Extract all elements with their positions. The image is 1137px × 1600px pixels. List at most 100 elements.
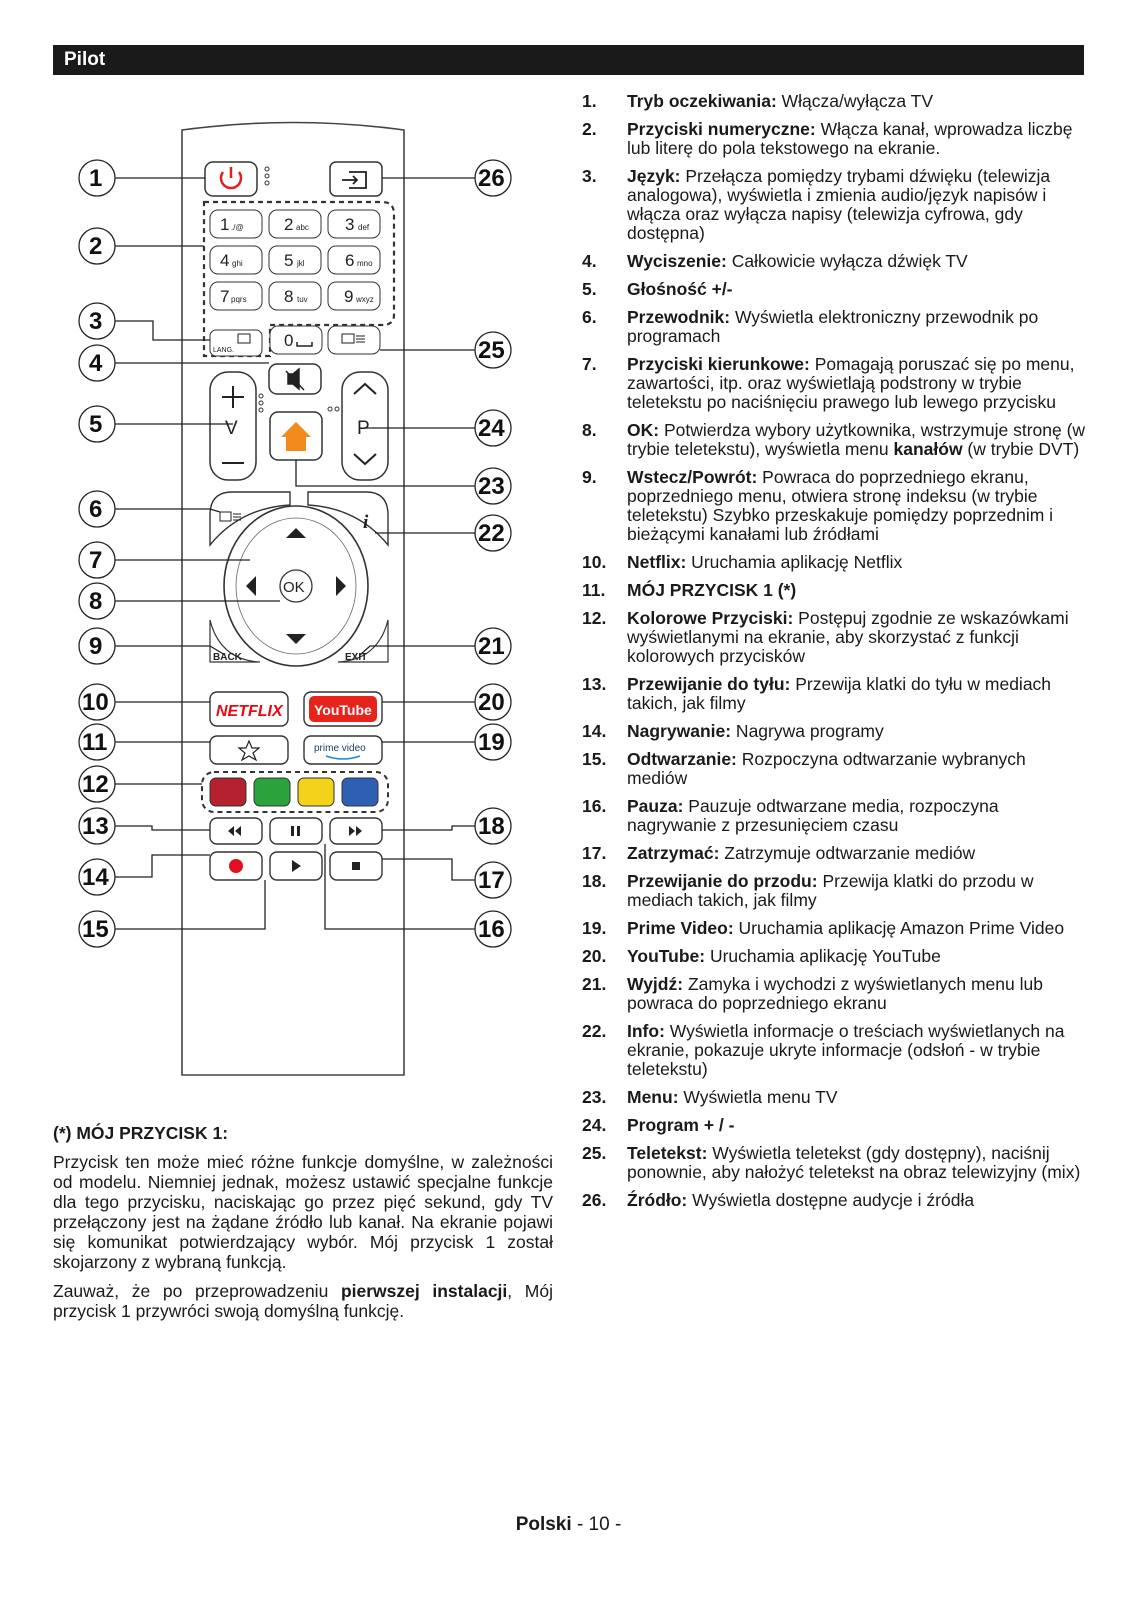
my-button-1[interactable] [209, 735, 289, 765]
callout-17: 17 [478, 867, 505, 894]
legend-title: Źródło: [627, 1190, 688, 1210]
key-7[interactable] [209, 281, 263, 311]
volume-up-icon [222, 386, 244, 408]
key-1-label: 1 [220, 215, 229, 234]
legend-number: 17. [582, 843, 607, 863]
legend-item: 26.Źródło: Wyświetla dostępne audycje i … [582, 1191, 1087, 1210]
arrow-left-icon[interactable] [246, 576, 256, 596]
key-2-sub: abc [296, 223, 309, 232]
key-8[interactable] [268, 281, 322, 311]
space-icon [296, 342, 313, 347]
key-6-sub: mno [357, 259, 373, 268]
key-6[interactable] [327, 245, 381, 275]
legend-title: YouTube: [627, 946, 706, 966]
prime-video-button[interactable] [303, 735, 383, 765]
home-icon [281, 422, 311, 451]
callout-21: 21 [478, 633, 505, 660]
page-footer: Polski - 10 - [0, 1514, 1137, 1536]
legend-title: Zatrzymać: [627, 843, 720, 863]
legend-item: 24.Program + / - [582, 1116, 1087, 1135]
section-title: Pilot [64, 49, 106, 70]
back-button[interactable] [209, 619, 261, 663]
legend-number: 11. [582, 580, 606, 600]
legend-number: 8. [582, 420, 597, 440]
blue-button[interactable] [341, 777, 379, 807]
legend-text: Wyświetla teletekst (gdy dostępny), naci… [627, 1143, 1081, 1182]
legend-title: Przewijanie do przodu: [627, 871, 818, 891]
legend-number: 18. [582, 871, 607, 891]
legend-item: 17. Zatrzymać: Zatrzymuje odtwarzanie med… [582, 844, 1087, 863]
key-3-label: 3 [345, 215, 354, 234]
legend-text: Wyświetla elektroniczny przewodnik po pr… [627, 307, 1039, 346]
legend-title: Głośność +/- [627, 279, 733, 299]
note-p2-start: Zauważ, że po przeprowadzeniu [53, 1281, 341, 1301]
legend-text: Przełącza pomiędzy trybami dźwięku (tele… [627, 166, 1051, 243]
callouts-left: 1 2 3 4 5 6 7 8 9 10 11 12 13 14 15 [78, 159, 116, 948]
legend-item: 18.Przewijanie do przodu: Przewija klatk… [582, 872, 1087, 910]
legend-text: Zatrzymuje odtwarzanie mediów [719, 843, 976, 863]
led-dots [264, 166, 270, 186]
legend-number: 16. [582, 796, 607, 816]
legend-title: Wyciszenie: [627, 251, 727, 271]
netflix-button[interactable] [209, 691, 289, 727]
legend-item: 13.Przewijanie do tyłu: Przewija klatki … [582, 675, 1087, 713]
lang-label: LANG. [213, 347, 234, 354]
ok-button[interactable] [279, 569, 313, 603]
volume-label: V [225, 418, 238, 439]
legend-number: 6. [582, 307, 597, 327]
legend-item: 16.Pauza: Pauzuje odtwarzane media, rozp… [582, 797, 1087, 835]
legend-item: 2.Przyciski numeryczne: Włącza kanał, wp… [582, 120, 1087, 158]
legend-text: Włącza kanał, wprowadza liczbę lub liter… [627, 119, 1073, 158]
legend-text: Wyświetla informacje o treściach wyświet… [627, 1021, 1065, 1079]
guide-button[interactable] [209, 491, 291, 547]
legend-title: Pauza: [627, 796, 684, 816]
red-button[interactable] [209, 777, 247, 807]
key-2[interactable] [268, 209, 322, 239]
page-number: - 10 - [571, 1514, 622, 1535]
key-0[interactable] [269, 325, 323, 355]
legend-number: 21. [582, 974, 607, 994]
program-label: P [357, 418, 370, 439]
legend-item: 14.Nagrywanie: Nagrywa programy [582, 722, 1087, 741]
prime-smile-icon [325, 755, 361, 760]
key-1[interactable] [209, 209, 263, 239]
legend-title-2: kanałów [893, 439, 963, 459]
key-4[interactable] [209, 245, 263, 275]
legend-item: 20.YouTube: Uruchamia aplikację YouTube [582, 947, 1087, 966]
arrow-down-icon[interactable] [286, 634, 306, 644]
legend-text-2: (w trybie DVT) [962, 439, 1080, 459]
lang-button[interactable] [209, 329, 263, 357]
legend-text: Nagrywa programy [731, 721, 884, 741]
callout-22: 22 [478, 520, 505, 547]
legend-number: 7. [582, 354, 597, 374]
key-7-sub: pqrs [231, 295, 247, 304]
key-5[interactable] [268, 245, 322, 275]
green-button[interactable] [253, 777, 291, 807]
key-3[interactable] [327, 209, 381, 239]
legend-text: Rozpoczyna odtwarzanie wybranych mediów [627, 749, 1026, 788]
legend-text: Uruchamia aplikację Amazon Prime Video [733, 918, 1065, 938]
callout-24: 24 [478, 415, 505, 442]
legend-title: Netflix: [627, 552, 687, 572]
info-button[interactable] [307, 491, 389, 547]
exit-button[interactable] [337, 619, 389, 663]
callout-25: 25 [478, 337, 505, 364]
legend-number: 15. [582, 749, 607, 769]
legend-number: 2. [582, 119, 597, 139]
ok-label: OK [283, 579, 305, 596]
pause-button[interactable] [269, 817, 323, 845]
prime-video-logo: prime video [314, 743, 366, 754]
program-rocker[interactable] [341, 371, 389, 481]
legend-title: Język: [627, 166, 681, 186]
yellow-button[interactable] [297, 777, 335, 807]
key-9[interactable] [327, 281, 381, 311]
callout-9: 9 [89, 633, 102, 660]
arrow-right-icon[interactable] [336, 576, 346, 596]
power-button[interactable] [204, 161, 258, 197]
arrow-up-icon[interactable] [286, 528, 306, 538]
key-4-sub: ghi [232, 259, 243, 268]
legend-title: Menu: [627, 1087, 679, 1107]
color-buttons-outline [201, 771, 389, 813]
numpad-outline [202, 200, 396, 358]
volume-rocker[interactable] [209, 371, 257, 481]
